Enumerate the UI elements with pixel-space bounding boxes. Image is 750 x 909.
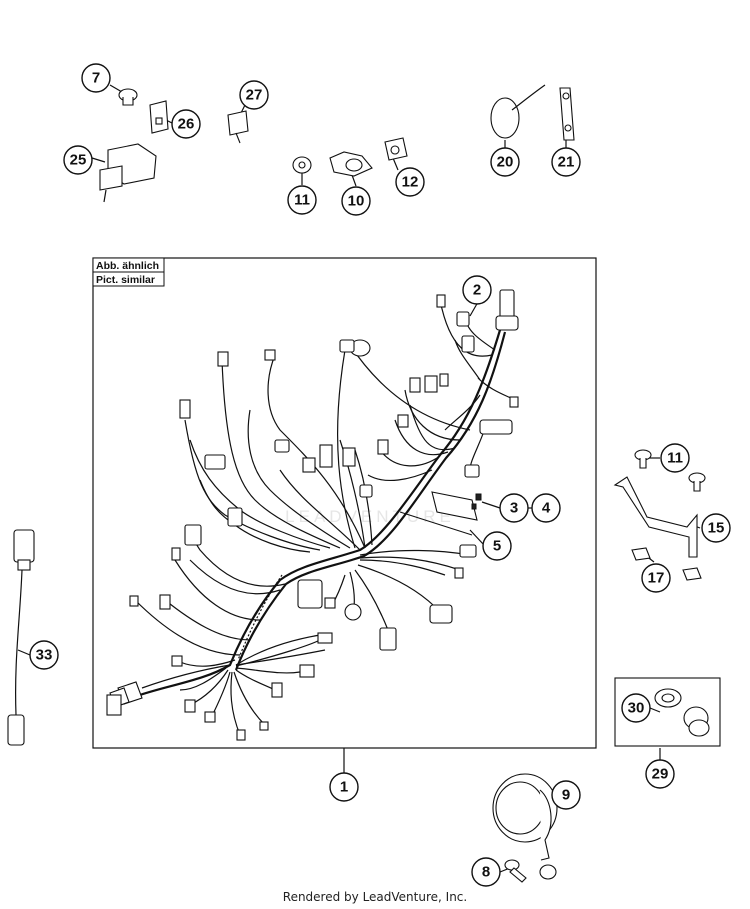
callout-9: 9	[551, 780, 581, 810]
svg-text:2: 2	[473, 282, 481, 299]
svg-text:10: 10	[348, 193, 365, 210]
callout-2: 2	[462, 275, 492, 305]
callout-12: 12	[395, 167, 425, 197]
svg-text:1: 1	[340, 779, 348, 796]
rendered-by-footer: Rendered by LeadVenture, Inc.	[282, 890, 468, 904]
svg-text:5: 5	[493, 538, 501, 555]
callout-3: 3	[499, 493, 529, 523]
horn-9	[492, 773, 558, 880]
svg-text:11: 11	[294, 192, 310, 209]
svg-text:3: 3	[510, 500, 518, 517]
callout-8: 8	[471, 857, 501, 887]
svg-text:26: 26	[178, 116, 195, 133]
svg-text:8: 8	[482, 864, 490, 881]
strap-21	[559, 87, 575, 141]
watermark-text: LEADVENTURE	[285, 507, 455, 526]
callout-20: 20	[490, 147, 520, 177]
callout-11-top: 11	[287, 185, 317, 215]
clamp-10	[329, 151, 373, 177]
sensor-cable-33	[7, 529, 35, 746]
callout-17: 17	[641, 563, 671, 593]
screw-7	[118, 88, 138, 106]
callout-21: 21	[551, 147, 581, 177]
svg-text:4: 4	[542, 500, 551, 517]
svg-text:11: 11	[667, 450, 683, 467]
callout-11-right: 11	[660, 443, 690, 473]
svg-text:27: 27	[246, 87, 263, 104]
svg-text:21: 21	[558, 154, 575, 171]
relay-25	[99, 143, 157, 203]
clip-nut-12	[384, 137, 408, 161]
wire-harness-drawing	[109, 299, 516, 736]
callout-29: 29	[645, 759, 675, 789]
svg-text:20: 20	[497, 154, 514, 171]
svg-text:12: 12	[402, 174, 419, 191]
callout-5: 5	[482, 531, 512, 561]
svg-text:Pict. similar: Pict. similar	[96, 274, 155, 286]
svg-text:9: 9	[562, 787, 570, 804]
callout-26: 26	[171, 109, 201, 139]
callout-25: 25	[63, 145, 93, 175]
svg-text:15: 15	[708, 520, 725, 537]
callout-1: 1	[329, 772, 359, 802]
svg-text:33: 33	[36, 647, 53, 664]
callout-33: 33	[29, 640, 59, 670]
svg-text:25: 25	[70, 152, 87, 169]
svg-text:Abb. ähnlich: Abb. ähnlich	[96, 260, 159, 272]
svg-text:29: 29	[652, 766, 669, 783]
bracket-26	[149, 100, 169, 134]
grommet-30	[654, 688, 710, 737]
callout-30: 30	[621, 693, 651, 723]
pict-similar-label: Abb. ähnlich Pict. similar	[92, 257, 165, 287]
callout-27: 27	[239, 80, 269, 110]
connector-27	[227, 110, 249, 144]
cable-tie-20	[490, 84, 546, 139]
callout-7: 7	[81, 63, 111, 93]
callout-10: 10	[341, 186, 371, 216]
grommet-11	[292, 156, 312, 174]
callout-15: 15	[701, 513, 731, 543]
clip-17	[631, 547, 702, 581]
bracket-15	[613, 449, 706, 558]
group-29-frame	[614, 677, 721, 747]
screw-8	[504, 859, 527, 883]
harness-connectors	[106, 289, 519, 741]
svg-text:30: 30	[628, 700, 645, 717]
svg-text:7: 7	[92, 70, 100, 87]
callout-4: 4	[531, 493, 561, 523]
svg-text:17: 17	[648, 570, 665, 587]
